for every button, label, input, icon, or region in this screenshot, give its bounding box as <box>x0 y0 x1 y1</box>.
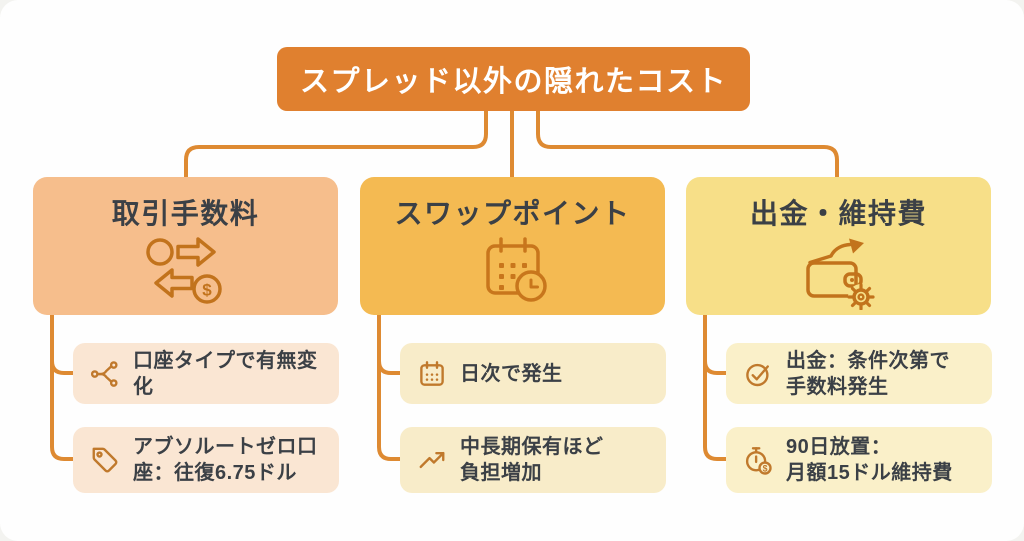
calendar-icon <box>417 359 447 389</box>
root-title: スプレッド以外の隠れたコスト <box>299 66 727 98</box>
price-tag-icon <box>90 445 120 475</box>
leaf-text: 90日放置： 月額15ドル維持費 <box>786 436 953 484</box>
leaf-text: 日次で発生 <box>460 362 563 385</box>
leaf-card-inactivity-fee: $ 90日放置： 月額15ドル維持費 <box>726 427 992 493</box>
leaf-text: 口座タイプで有無変化 <box>133 349 318 398</box>
svg-text:$: $ <box>202 281 212 300</box>
leaf-text: アブソルートゼロ口 座：往復6.75ドル <box>133 436 318 484</box>
leaf-card-daily-occurrence: 日次で発生 <box>400 343 666 404</box>
branch-label: 取引手数料 <box>111 198 260 229</box>
leaf-card-account-type: 口座タイプで有無変化 <box>73 343 339 404</box>
branch-label: スワップポイント <box>394 198 631 229</box>
branch-card-swap-points: スワップポイント <box>360 177 665 315</box>
check-circle-icon <box>743 359 773 389</box>
wallet-gear-icon <box>686 236 991 310</box>
trending-up-icon <box>417 445 447 475</box>
branch-card-transaction-fees: 取引手数料 $ <box>33 177 338 315</box>
branch-split-icon <box>90 359 120 389</box>
branch-card-withdrawal-maintenance: 出金・維持費 <box>686 177 991 315</box>
leaf-card-withdrawal-fee: 出金：条件次第で 手数料発生 <box>726 343 992 404</box>
currency-exchange-icon: $ <box>33 236 338 308</box>
leaf-card-long-term-burden: 中長期保有ほど 負担増加 <box>400 427 666 493</box>
stopwatch-dollar-icon: $ <box>743 445 773 475</box>
branch-label: 出金・維持費 <box>749 198 927 229</box>
leaf-text: 出金：条件次第で 手数料発生 <box>786 349 950 398</box>
leaf-text: 中長期保有ほど 負担増加 <box>460 436 604 484</box>
calendar-clock-icon <box>360 236 665 306</box>
leaf-card-absolute-zero: アブソルートゼロ口 座：往復6.75ドル <box>73 427 339 493</box>
root-title-box: スプレッド以外の隠れたコスト <box>277 47 750 111</box>
svg-text:$: $ <box>763 463 768 473</box>
